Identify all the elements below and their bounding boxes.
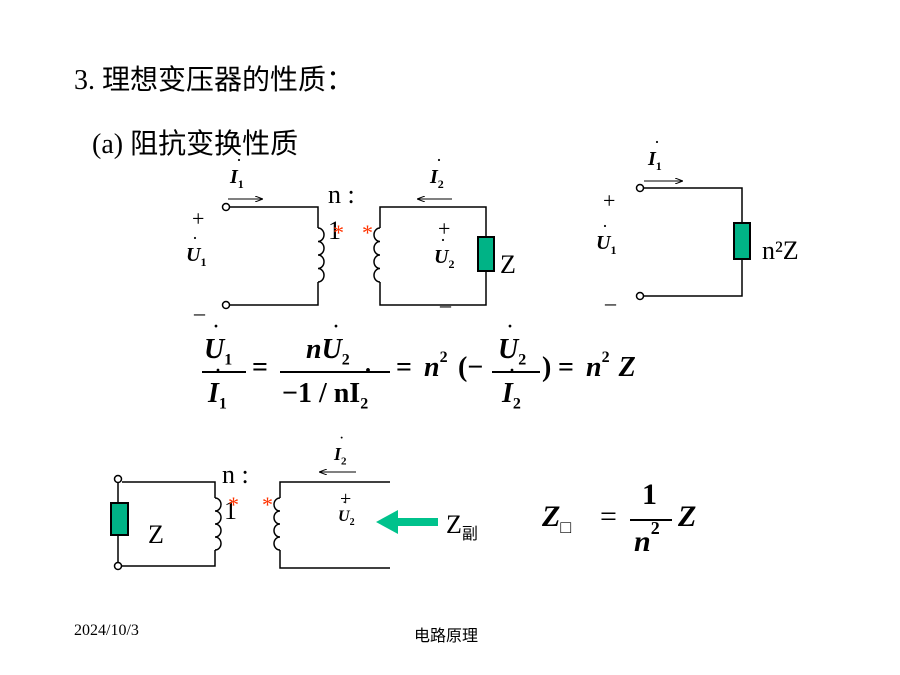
eq1-n-squared: n2 (424, 348, 448, 383)
green-arrow-icon (376, 510, 438, 534)
eq1-equals-2: = (396, 352, 412, 383)
eq2-num: 1 (642, 478, 657, 511)
dot-mark-primary-3: * (228, 492, 239, 517)
label-i2: ·I2 (430, 150, 444, 191)
circuit-1 (221, 199, 495, 310)
secondary-coil (373, 227, 381, 283)
plus-primary: + (192, 206, 205, 231)
load-resistor-3 (110, 502, 129, 536)
label-u2: ·U2 (434, 230, 455, 271)
eq1-lhs-den: ·I1 (208, 358, 227, 413)
terminal-bottom-left (221, 300, 231, 310)
turns-ratio-n-3: n : (222, 460, 249, 489)
eq1-rhs: n2 Z (586, 348, 636, 383)
turns-ratio-1: 1 (328, 216, 341, 245)
eq2-rhs: Z (678, 500, 697, 533)
eq1-f2-den: ·−1 / nI2 (282, 358, 373, 413)
load-label-n2z: n²Z (762, 236, 799, 265)
label-u2-3: ·U2 (338, 496, 355, 529)
eq1-equals-3: = (558, 352, 574, 383)
turns-ratio-n: n : (328, 180, 355, 209)
secondary-coil-3 (273, 497, 281, 551)
terminal-top-3 (113, 474, 123, 484)
eq1-f3-num: ·U2 (498, 314, 527, 369)
terminal-top-left (221, 202, 231, 212)
terminal-top (635, 183, 645, 193)
eq1-equals-1: = (252, 352, 268, 383)
eq1-f3-den: ·I2 (502, 358, 521, 413)
eq1-f2-num: ·nU2 (306, 314, 350, 369)
minus-primary: – (194, 300, 205, 325)
page-title: 3. 理想变压器的性质： (74, 65, 355, 96)
eq1-lhs-num: ·U1 (204, 314, 233, 369)
z-secondary-label: Z副 (446, 510, 478, 544)
minus-2: – (605, 290, 616, 315)
terminal-bottom (635, 291, 645, 301)
plus-3: + (340, 488, 352, 510)
primary-coil (317, 227, 325, 283)
label-i2-3: ·I2 (334, 430, 347, 468)
turns-ratio-1-3: 1 (224, 496, 237, 525)
load-resistor (477, 236, 495, 272)
eq2-lhs: Z□ (542, 500, 572, 537)
footer-date: 2024/10/3 (74, 622, 139, 639)
primary-coil-3 (214, 497, 222, 551)
plus-secondary: + (438, 216, 451, 241)
minus-secondary: – (440, 292, 451, 317)
dot-mark-secondary: * (362, 220, 373, 245)
load-label-z: Z (500, 250, 516, 279)
label-u1: ·U1 (186, 228, 207, 269)
eq2-equals: = (600, 500, 617, 533)
eq1-paren-open: (− (458, 352, 484, 383)
circuit-3 (110, 472, 438, 571)
label-i1-2: ·I1 (648, 132, 662, 173)
plus-2: + (603, 188, 616, 213)
terminal-bottom-3 (113, 561, 123, 571)
eq1-paren-close: ) (542, 352, 552, 383)
dot-mark-secondary-3: * (262, 492, 273, 517)
eq2-den: n2 (634, 518, 660, 558)
section-subtitle: (a) 阻抗变换性质 (92, 129, 299, 160)
equivalent-resistor (733, 222, 751, 260)
load-label-z-3: Z (148, 520, 164, 549)
dot-mark-primary: * (333, 220, 344, 245)
circuit-2 (635, 181, 751, 301)
label-u1-2: ·U1 (596, 216, 617, 257)
footer-title: 电路原理 (414, 628, 479, 645)
label-i1: ·I1 (230, 150, 244, 191)
